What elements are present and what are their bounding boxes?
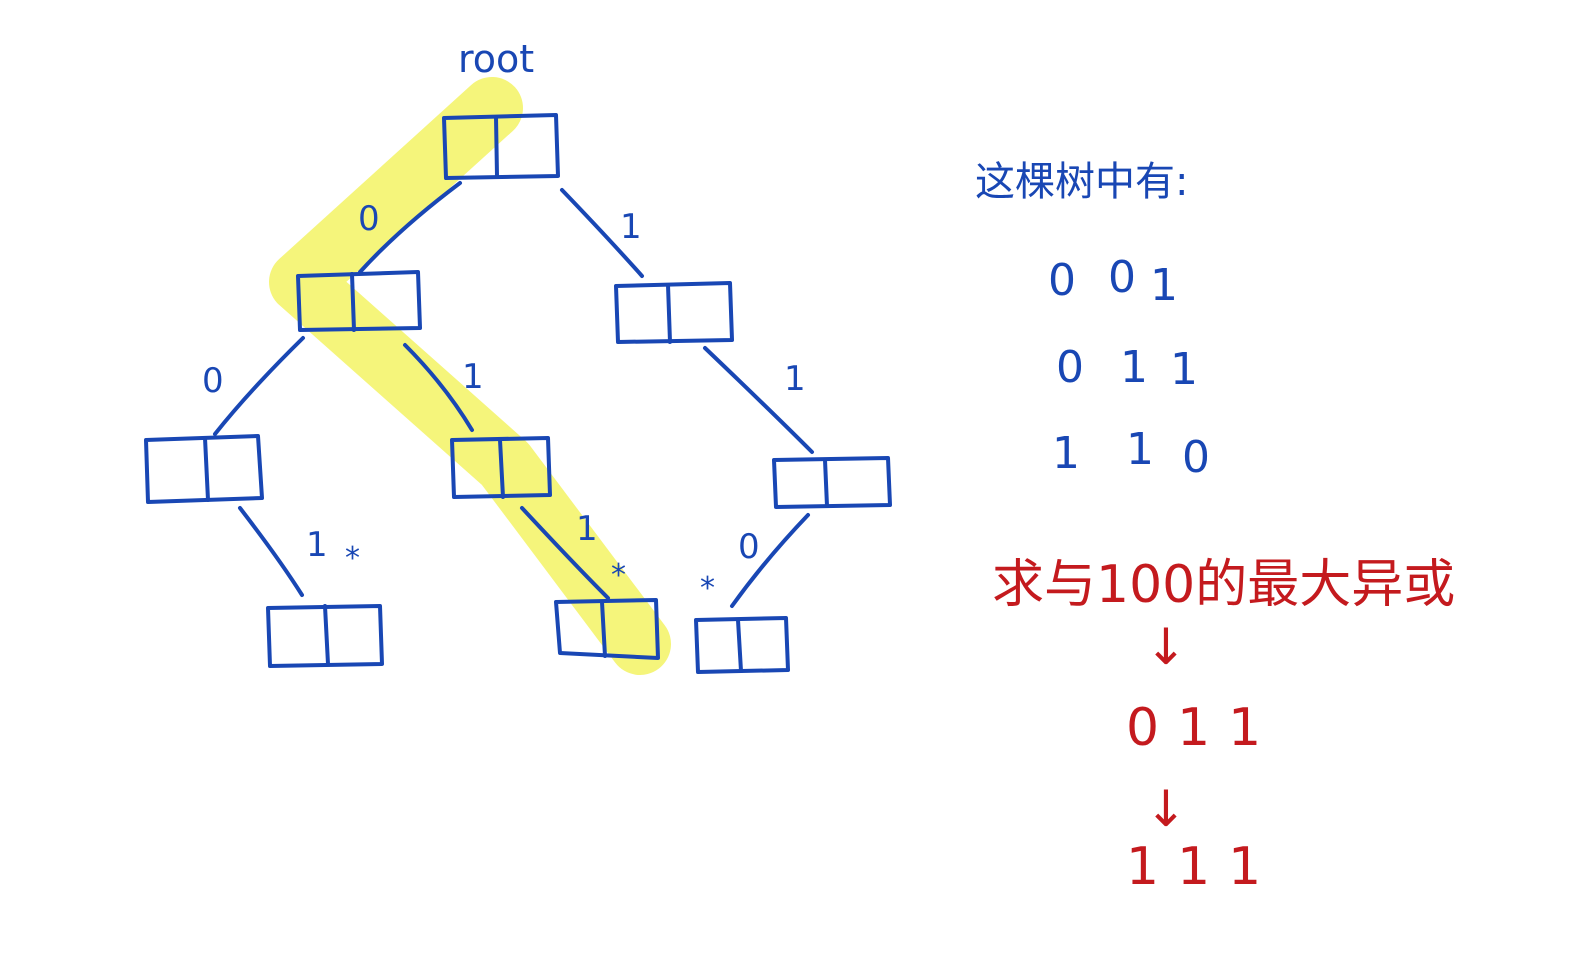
tree-edges [213,181,814,608]
edge-l1-right [403,343,474,432]
edge-lr-right [520,506,610,600]
digit: 0 [1108,252,1136,303]
node-l3-001 [266,604,384,668]
down-arrow-icon: ↓ [1145,618,1187,676]
digit: 0 [1056,342,1084,393]
asterisk-marker: * [345,541,360,576]
digit: 1 [1052,428,1080,479]
step-result: 011 [1126,698,1279,758]
query-text: 求与100的最大异或 [992,555,1455,615]
edge-label-rr-left: 0 [738,527,760,567]
number-row: 0 0 1 [1048,252,1178,311]
digit: 1 [1120,342,1148,393]
highlight-stroke [269,77,671,675]
node-l2-00 [144,434,264,504]
digit: 1 [1170,344,1198,395]
digit: 1 [1126,424,1154,475]
edge-label-l1-left: 0 [202,361,224,401]
digit: 0 [1182,432,1210,483]
node-l3-011 [554,598,660,660]
tree-labels: root 0 1 0 1 1 1 1 0 * * * [202,37,806,606]
tree-nodes [144,113,892,674]
asterisk-marker: * [611,558,626,593]
edge-label-lr-right: 1 [576,509,598,549]
edge-label-l1-right: 1 [462,357,484,397]
node-l2-01 [450,436,552,499]
down-arrow-icon: ↓ [1145,780,1187,838]
node-r1-1 [614,281,734,344]
edge-rr-left [730,513,810,608]
number-row: 0 1 1 [1056,342,1198,395]
highlighted-path [269,77,671,675]
node-r2-11 [772,456,892,509]
note-heading: 这棵树中有: [975,159,1188,205]
stored-numbers-note: 这棵树中有: 0 0 1 0 1 1 1 1 0 [975,159,1210,483]
digit: 1 [1150,260,1178,311]
root-label: root [458,37,534,81]
node-root [442,113,560,180]
edge-r1-right [703,346,814,454]
edge-l1-left [213,336,305,436]
edge-label-root-right: 1 [620,207,642,247]
edge-label-ll-right: 1 [306,525,328,565]
node-l3-110 [694,616,790,674]
asterisk-marker: * [700,571,715,606]
edge-ll-right [238,506,304,597]
edge-label-root-left: 0 [358,199,380,239]
number-row: 1 1 0 [1052,424,1210,483]
node-l1-0 [296,270,422,332]
digit: 0 [1048,255,1076,306]
step-result: 111 [1126,837,1279,897]
edge-root-right [560,188,644,278]
edge-root-left [358,181,462,274]
max-xor-note: 求与100的最大异或 ↓ 011 ↓ 111 [992,555,1455,897]
edge-label-r1-right: 1 [784,359,806,399]
